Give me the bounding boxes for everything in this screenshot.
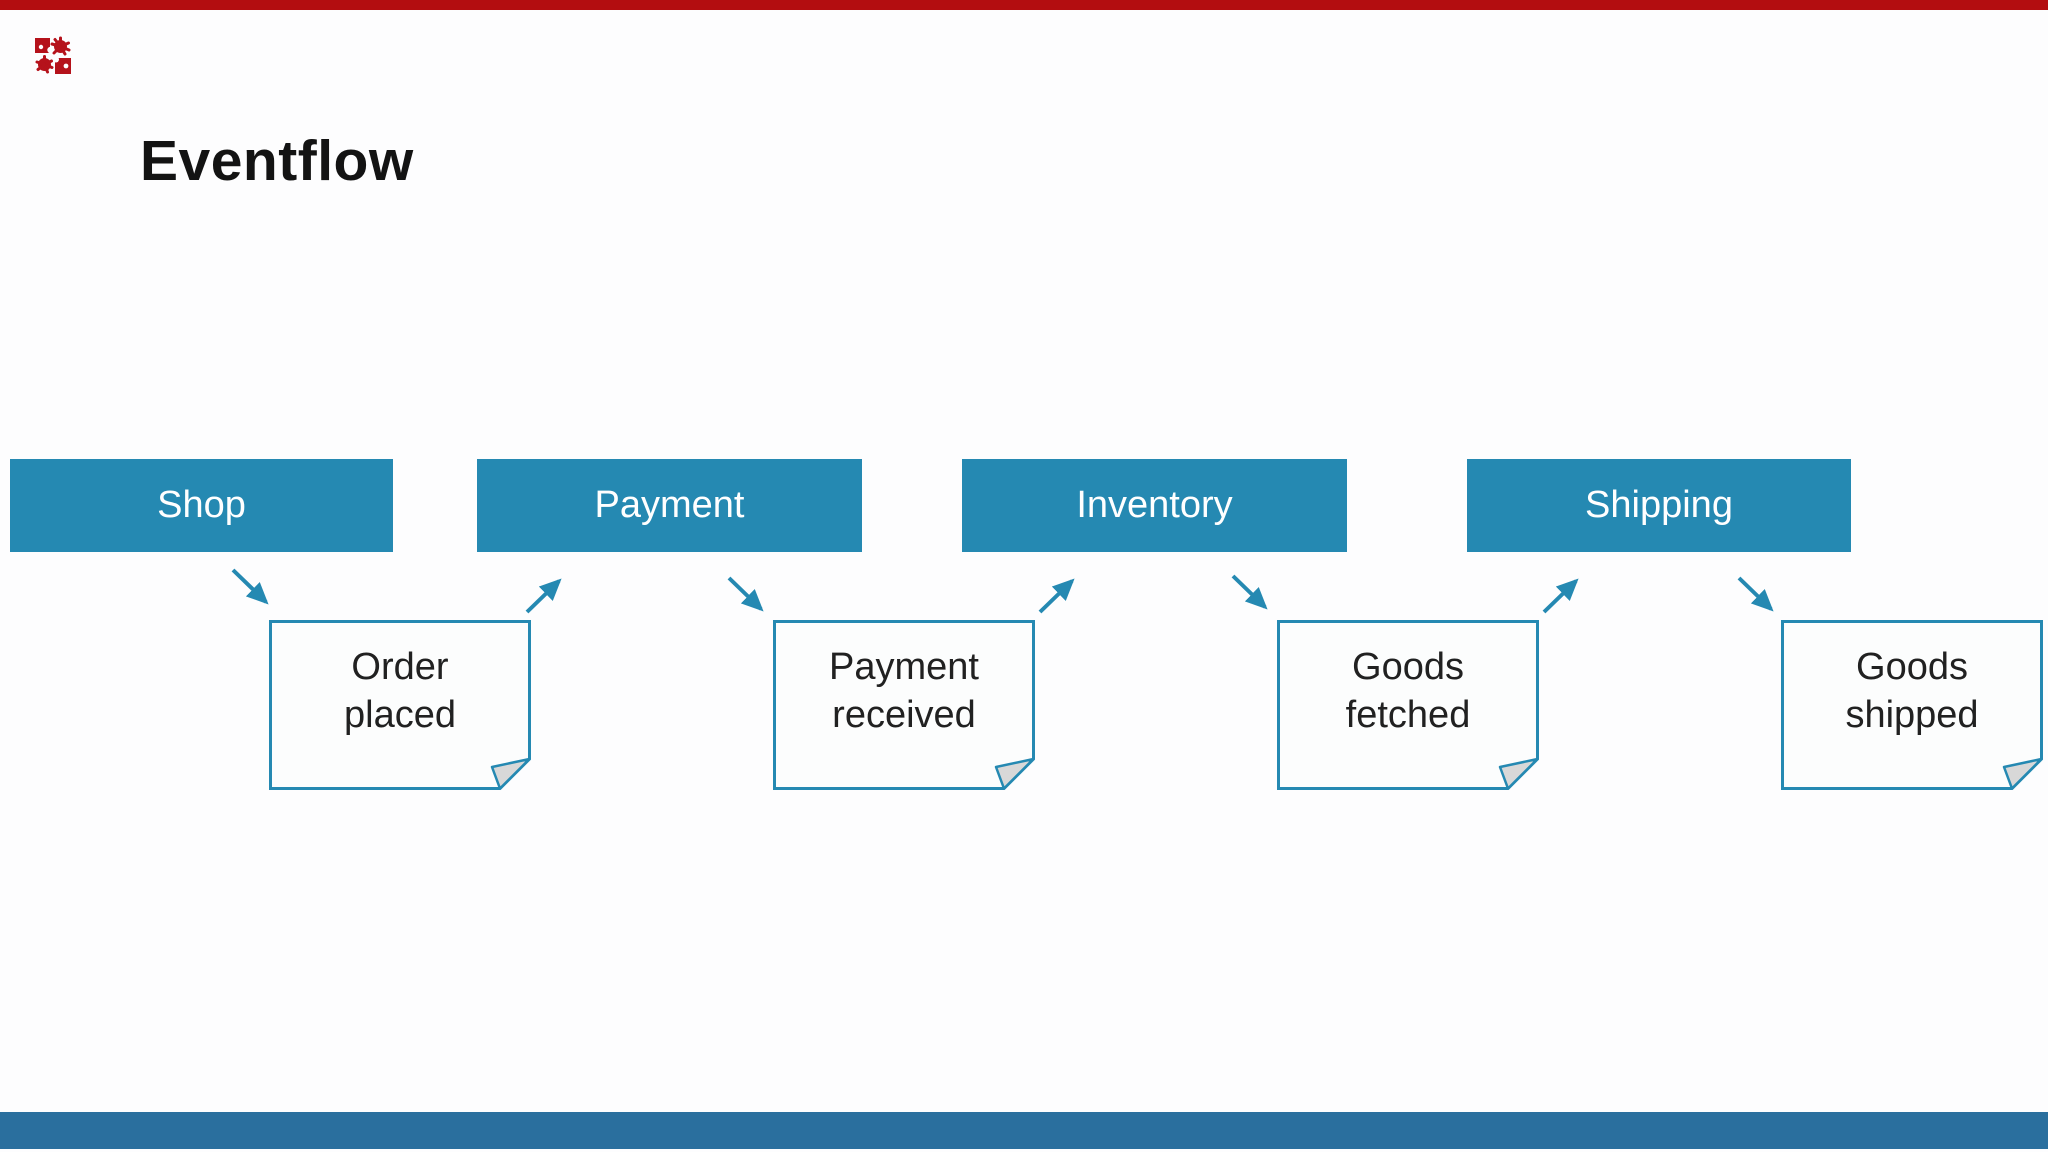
event-note-goods-fetched: Goods fetched — [1277, 620, 1539, 790]
folded-corner-icon — [2002, 757, 2043, 790]
folded-corner-icon — [490, 757, 531, 790]
event-note-order-placed: Order placed — [269, 620, 531, 790]
service-box-inventory: Inventory — [962, 459, 1347, 552]
note-shape — [773, 620, 1035, 790]
arrow-payment-to-payment-received — [727, 576, 764, 612]
top-accent-bar — [0, 0, 2048, 10]
page-title: Eventflow — [140, 129, 414, 193]
arrow-payment-received-to-inventory — [1038, 578, 1075, 614]
note-shape — [269, 620, 531, 790]
event-note-label: Goods fetched — [1345, 646, 1471, 736]
service-box-label: Shipping — [1585, 484, 1733, 526]
service-box-label: Payment — [594, 484, 745, 526]
folded-corner-icon — [994, 757, 1035, 790]
event-note-payment-received: Payment received — [773, 620, 1035, 790]
service-box-label: Shop — [157, 484, 246, 526]
service-box-label: Inventory — [1076, 484, 1233, 526]
event-note-label: Payment received — [829, 646, 979, 736]
arrow-shop-to-order-placed — [231, 568, 269, 605]
event-note-label: Goods shipped — [1845, 646, 1979, 736]
service-box-shipping: Shipping — [1467, 459, 1851, 552]
footer-accent-bar — [0, 1112, 2048, 1149]
event-note-label: Order placed — [344, 646, 456, 736]
arrow-shipping-to-goods-shipped — [1737, 576, 1774, 612]
service-box-payment: Payment — [477, 459, 862, 552]
gears-logo-icon — [35, 36, 71, 74]
service-box-shop: Shop — [10, 459, 393, 552]
note-shape — [1781, 620, 2043, 790]
arrow-inventory-to-goods-fetched — [1231, 574, 1268, 610]
note-shape — [1277, 620, 1539, 790]
arrow-goods-fetched-to-shipping — [1542, 578, 1579, 614]
arrow-order-placed-to-payment — [525, 578, 562, 614]
folded-corner-icon — [1498, 757, 1539, 790]
event-note-goods-shipped: Goods shipped — [1781, 620, 2043, 790]
